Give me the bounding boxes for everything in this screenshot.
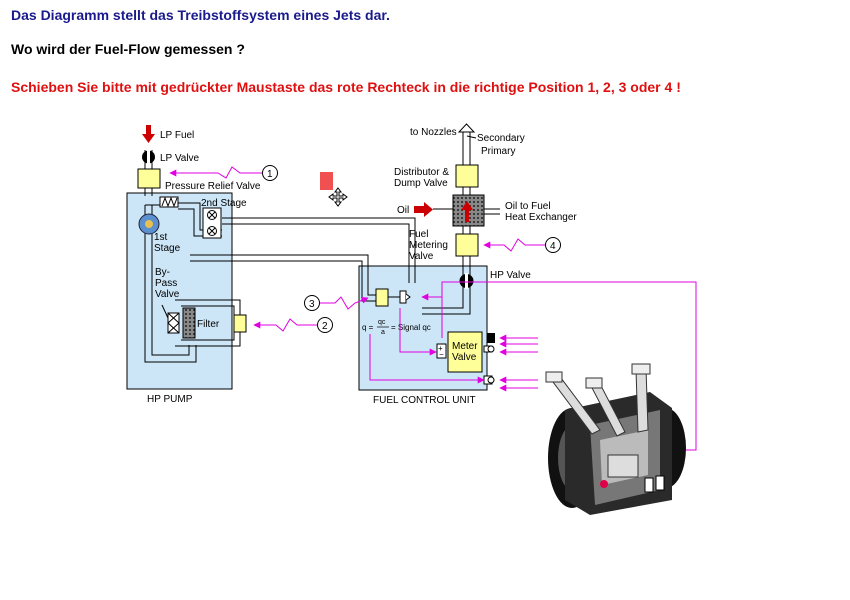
pointer-2-number: 2 bbox=[322, 321, 328, 332]
fuel-metering-yellow-block bbox=[455, 233, 479, 257]
meter-valve-block bbox=[447, 331, 483, 373]
pointer-1: 1 bbox=[169, 165, 278, 181]
svg-text:−: − bbox=[439, 350, 444, 359]
distributor-label-1: Distributor & bbox=[394, 167, 449, 178]
lp-fuel-arrow-icon bbox=[142, 125, 155, 143]
control-signal-lines bbox=[369, 281, 697, 451]
bypass-valve-icon bbox=[167, 312, 180, 334]
description-text: Das Diagramm stellt das Treibstoffsystem… bbox=[11, 7, 390, 23]
question-text: Wo wird der Fuel-Flow gemessen ? bbox=[11, 41, 245, 57]
formula-den: a bbox=[381, 329, 385, 336]
meter-valve-label-1: Meter bbox=[452, 341, 478, 352]
second-stage-label: 2nd Stage bbox=[201, 198, 247, 209]
fcu-yellow-block bbox=[375, 288, 389, 307]
meter-servo-black-icon bbox=[487, 333, 495, 343]
pressure-relief-label: Pressure Relief Valve bbox=[165, 181, 261, 192]
hp-valve-label: HP Valve bbox=[490, 270, 531, 281]
pointer-1-number: 1 bbox=[267, 169, 273, 180]
fuel-metering-label-3: Valve bbox=[409, 251, 434, 262]
oil-arrow-icon bbox=[414, 202, 433, 217]
formula-q: q = bbox=[362, 323, 374, 332]
pointer-3-number: 3 bbox=[309, 299, 315, 310]
filter-label: Filter bbox=[197, 319, 220, 330]
first-stage-label-1: 1st bbox=[154, 232, 168, 243]
filter-yellow-block bbox=[233, 314, 247, 333]
fcu-label: FUEL CONTROL UNIT bbox=[373, 395, 476, 406]
fuel-metering-label-1: Fuel bbox=[409, 229, 428, 240]
oil-to-fuel-label-1: Oil to Fuel bbox=[505, 201, 551, 212]
lp-valve-label: LP Valve bbox=[160, 153, 200, 164]
fuel-metering-label-2: Metering bbox=[409, 240, 448, 251]
secondary-label: Secondary bbox=[477, 133, 525, 144]
throttle-quadrant-illustration bbox=[545, 363, 686, 515]
meter-valve-label-2: Valve bbox=[452, 352, 477, 363]
move-cursor-icon bbox=[328, 187, 348, 207]
hp-pump-label: HP PUMP bbox=[147, 394, 193, 405]
pointer-4-number: 4 bbox=[550, 241, 556, 252]
oil-to-fuel-label-2: Heat Exchanger bbox=[505, 212, 577, 223]
instruction-text: Schieben Sie bitte mit gedrückter Mausta… bbox=[11, 79, 681, 95]
draggable-red-rectangle[interactable] bbox=[320, 172, 333, 190]
primary-label: Primary bbox=[481, 146, 515, 157]
first-stage-label-2: Stage bbox=[154, 243, 181, 254]
to-nozzles-label: to Nozzles bbox=[410, 127, 457, 138]
distributor-yellow-block bbox=[455, 164, 479, 188]
pointer-2: 2 bbox=[253, 317, 333, 333]
bypass-label-2: Pass bbox=[155, 278, 177, 289]
lp-yellow-block bbox=[137, 168, 161, 189]
distributor-label-2: Dump Valve bbox=[394, 178, 448, 189]
bypass-label-1: By- bbox=[155, 267, 170, 278]
oil-label: Oil bbox=[397, 205, 409, 216]
pointer-4: 4 bbox=[483, 237, 561, 253]
formula-rest: = Signal qc bbox=[391, 323, 431, 332]
lp-fuel-label: LP Fuel bbox=[160, 130, 194, 141]
bypass-label-3: Valve bbox=[155, 289, 180, 300]
svg-text:+: + bbox=[438, 344, 443, 353]
pointer-3: 3 bbox=[304, 295, 369, 311]
filter-icon bbox=[182, 307, 196, 339]
formula-num: qc bbox=[378, 319, 386, 326]
to-nozzles-arrow-icon bbox=[457, 123, 476, 133]
